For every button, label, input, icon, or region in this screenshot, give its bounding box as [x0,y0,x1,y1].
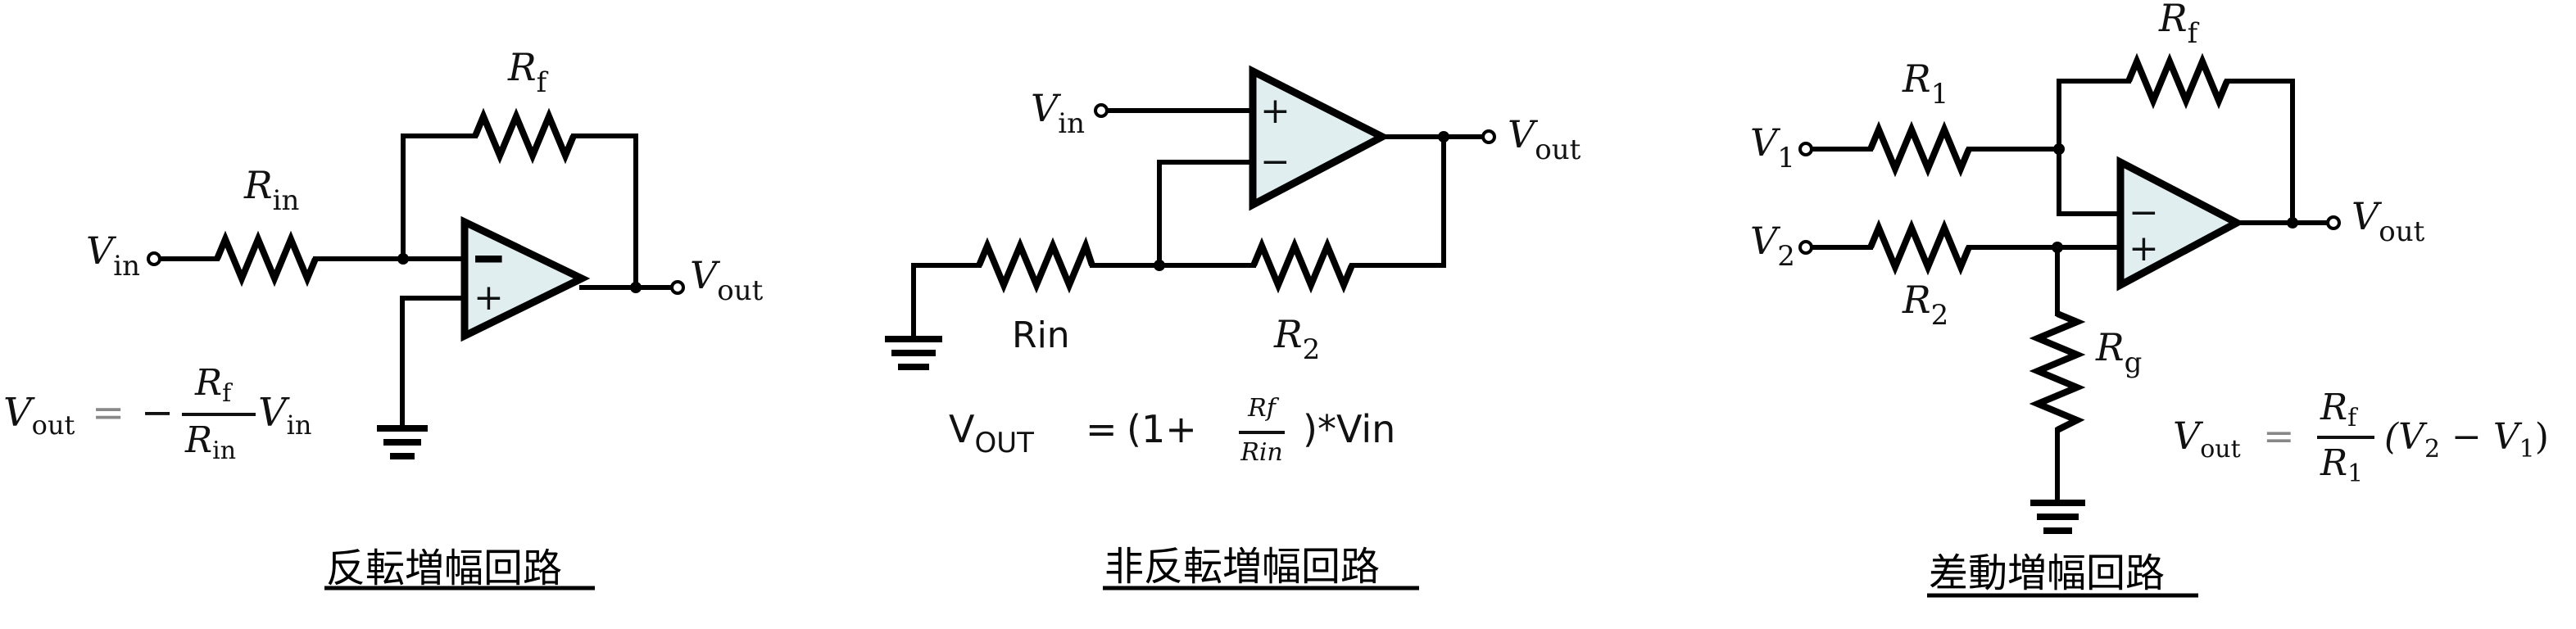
svg-text:−: − [141,390,174,436]
feedback-wire [1349,134,1446,268]
svg-text:(1+: (1+ [1127,407,1197,451]
r2-label: R2 [1902,278,1948,332]
caption-noninverting: 非反転増幅回路 [1104,544,1380,590]
svg-text:VOUT: VOUT [949,407,1034,459]
vin-terminal [147,251,161,266]
vout-label: Vout [2352,194,2425,248]
inverting-gain-formula: Vout = − Rf Rin Vin [3,362,312,465]
junction-dot [397,253,409,265]
svg-text:Vout: Vout [3,390,75,441]
opamp-triangle [460,215,591,342]
svg-text:Rin: Rin [1240,438,1283,467]
svg-text:Rf: Rf [2320,387,2358,432]
noninverting-input-sign: + [474,277,504,319]
svg-text:Vout: Vout [2173,414,2241,464]
svg-text:=: = [1086,407,1118,451]
resistor-rin [976,236,1095,294]
svg-text:Rf: Rf [1247,394,1280,423]
rin-label: Rin [1012,314,1070,356]
svg-text:=: = [92,390,125,436]
junction-dot [1154,260,1165,271]
resistor-r2 [1867,219,1972,276]
junction-dot [630,282,642,293]
rf-label: Rf [2158,0,2200,50]
feedback-right-wire [2225,79,2295,225]
junction-dot [1438,131,1449,143]
noninverting-input-sign: + [1260,90,1290,132]
resistor-rf [2125,52,2230,110]
v1-label: V1 [1750,120,1795,174]
r1-label: R1 [1902,57,1948,111]
svg-text:(V2 − V1): (V2 − V1) [2384,416,2549,464]
v2-terminal [1798,240,1813,255]
inverting-input-sign: − [2129,192,2159,233]
resistor-r2 [1250,237,1355,294]
ground-symbol [2030,500,2085,534]
svg-text:=: = [2263,414,2295,458]
svg-text:Rin: Rin [184,419,236,465]
rg-label: Rg [2095,325,2142,379]
junction-dot [2053,143,2065,155]
svg-text:R1: R1 [2320,442,2363,488]
ground-wire [400,296,467,431]
inverting-input-wire [2057,79,2123,216]
feedback-left-wire [401,133,478,261]
inverting-amplifier-circuit: − + Vin Vout Rin Rf Vout = − Rf Rin Vin … [3,45,764,591]
differential-gain-formula: Vout = Rf R1 (V2 − V1) [2173,387,2549,488]
vout-terminal [1481,129,1496,144]
differential-amplifier-circuit: − + V1 V2 Vout R1 R2 Rf Rg Vout = Rf R1 … [1750,0,2549,598]
noninverting-amplifier-circuit: + − Vin Vout Rin R2 VOUT = (1+ Rf Rin )*… [885,65,1581,591]
svg-text:Vin: Vin [258,390,312,441]
v1-terminal [1798,142,1813,156]
junction-dot [2287,217,2298,229]
resistor-rg [2029,310,2086,433]
inverting-input-wire [1157,160,1255,268]
inverting-input-sign: − [474,238,504,279]
rin-label: Rin [243,163,299,217]
caption-inverting: 反転増幅回路 [326,545,562,591]
rf-label: Rf [507,45,549,99]
opamp-triangle [1249,65,1390,211]
noninverting-gain-formula: VOUT = (1+ Rf Rin )*Vin [949,394,1395,467]
vout-label: Vout [690,253,764,307]
resistor-rin [214,230,319,287]
r2-label: R2 [1273,312,1320,366]
vout-terminal [670,280,685,295]
vin-terminal [1094,103,1109,118]
vin-label: Vin [86,229,140,283]
v2-label: V2 [1750,219,1795,273]
junction-dot [2052,242,2063,253]
resistor-rf [472,107,577,165]
vout-label: Vout [1508,112,1581,166]
ground-symbol [377,425,428,459]
inverting-input-sign: − [1260,141,1290,183]
vout-terminal [2326,215,2341,230]
feedback-right-wire [571,133,638,290]
opamp-triangle [2116,156,2245,292]
svg-text:)*Vin: )*Vin [1303,407,1395,451]
noninverting-input-sign: + [2129,228,2159,269]
svg-text:Rf: Rf [194,362,233,408]
vin-label: Vin [1031,86,1085,140]
ground-symbol [885,336,942,370]
ground-wire [911,263,982,342]
caption-differential: 差動増幅回路 [1929,550,2165,596]
resistor-r1 [1867,120,1972,178]
